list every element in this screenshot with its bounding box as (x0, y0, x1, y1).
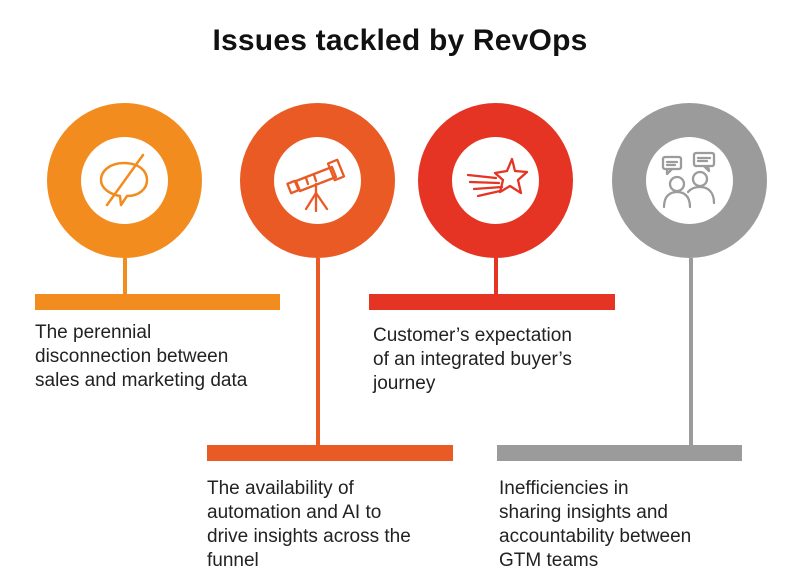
label-item-1: The perennial disconnection between sale… (35, 322, 248, 391)
bar-item-1 (35, 294, 280, 310)
circle-item-3 (418, 103, 573, 258)
bar-item-3 (369, 294, 615, 310)
bar-item-4 (497, 445, 742, 461)
icon-backdrop (274, 137, 361, 224)
connector-line-1 (123, 258, 127, 294)
icon-backdrop (452, 137, 539, 224)
circle-item-1 (47, 103, 202, 258)
connector-line-4 (689, 258, 693, 445)
connector-line-3 (494, 258, 498, 294)
icon-backdrop (81, 137, 168, 224)
label-item-4: Inefficiencies in sharing insights and a… (499, 478, 692, 571)
label-item-2: The availability of automation and AI to… (207, 478, 411, 571)
circle-item-4 (612, 103, 767, 258)
team-chat-icon (661, 151, 716, 209)
circle-item-2 (240, 103, 395, 258)
connector-line-2 (316, 258, 320, 445)
icon-backdrop (646, 137, 733, 224)
page-title: Issues tackled by RevOps (212, 24, 588, 57)
shooting-star-icon (466, 157, 529, 198)
label-item-3: Customer’s expectation of an integrated … (373, 325, 572, 394)
bar-item-2 (207, 445, 453, 461)
telescope-icon (286, 158, 346, 213)
no-chat-bubble-icon (99, 153, 149, 207)
